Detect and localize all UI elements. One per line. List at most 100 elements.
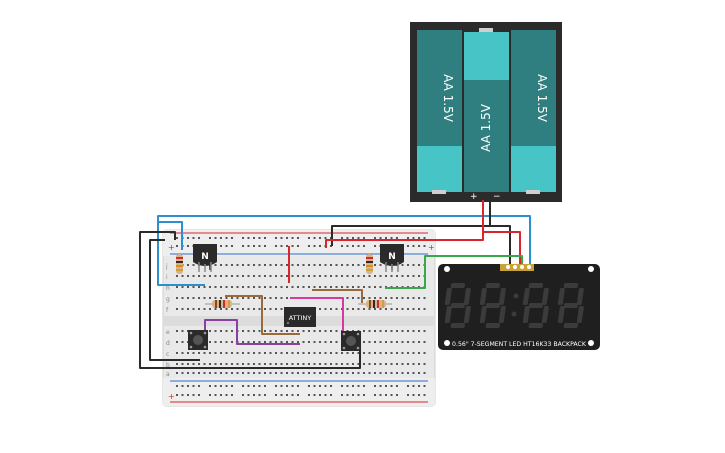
breadboard-hole: [319, 341, 321, 343]
breadboard-hole: [253, 264, 255, 266]
breadboard-hole: [198, 363, 200, 365]
row-label-a: a: [166, 371, 170, 378]
rail-hole: [247, 394, 250, 396]
breadboard-hole: [352, 264, 354, 266]
rail-hole: [220, 394, 222, 396]
breadboard-hole: [264, 352, 266, 354]
breadboard-hole: [401, 363, 404, 365]
breadboard-hole: [181, 363, 184, 365]
rail-hole: [220, 385, 222, 387]
wire-black-outer[interactable]: [139, 231, 361, 369]
rail-hole: [220, 245, 222, 247]
breadboard-hole: [253, 297, 255, 299]
rail-plus-label-bottom: +: [168, 392, 175, 401]
rail-hole: [346, 245, 349, 247]
breadboard-hole: [357, 286, 360, 288]
breadboard-hole: [363, 308, 365, 310]
breadboard-hole: [374, 352, 376, 354]
rail-hole: [286, 237, 288, 239]
breadboard-hole: [418, 297, 420, 299]
rail-plus-label-top: +: [168, 243, 175, 252]
breadboard-hole: [264, 363, 266, 365]
breadboard-hole: [187, 264, 189, 266]
rail-hole: [407, 245, 409, 247]
rail-hole: [176, 385, 178, 387]
breadboard-hole: [280, 372, 283, 374]
breadboard-hole: [231, 286, 233, 288]
breadboard-hole: [203, 297, 206, 299]
breadboard-hole: [335, 286, 338, 288]
breadboard-hole: [313, 275, 316, 277]
wire-black-to-display[interactable]: [332, 225, 511, 268]
breadboard-hole: [242, 372, 244, 374]
wire-brown-right[interactable]: [312, 289, 363, 303]
breadboard-hole: [247, 352, 250, 354]
breadboard-hole: [253, 363, 255, 365]
breadboard-hole: [390, 275, 393, 277]
breadboard-hole: [368, 286, 371, 288]
digit-1-segment-b: [463, 288, 471, 305]
transistor-right[interactable]: N: [380, 244, 404, 272]
resistor-right-vertical[interactable]: [366, 254, 373, 274]
wire-blue-top[interactable]: [157, 215, 531, 268]
battery-pack[interactable]: AA 1.5V AA 1.5V AA 1.5V + −: [410, 22, 562, 202]
rail-hole: [275, 385, 277, 387]
wire-green[interactable]: [385, 255, 523, 289]
attiny-chip[interactable]: ATTINY: [284, 307, 316, 327]
breadboard-hole: [412, 352, 415, 354]
wire-black-inner[interactable]: [149, 239, 200, 361]
breadboard-hole: [286, 297, 288, 299]
breadboard-hole: [242, 297, 244, 299]
breadboard-hole: [280, 264, 283, 266]
transistor-left[interactable]: N: [193, 244, 217, 272]
breadboard-hole: [214, 372, 217, 374]
rail-hole: [258, 394, 261, 396]
seven-segment-display[interactable]: 0.56" 7-SEGMENT LED HT16K33 BACKPACK: [438, 264, 600, 350]
resistor-left-horizontal[interactable]: [205, 300, 240, 308]
breadboard-hole: [324, 308, 327, 310]
breadboard-hole: [390, 372, 393, 374]
breadboard-hole: [423, 372, 426, 374]
rail-hole: [423, 394, 426, 396]
breadboard-hole: [220, 352, 222, 354]
rail-hole: [363, 245, 365, 247]
breadboard-hole: [192, 275, 195, 277]
digit-1-segment-g: [450, 303, 465, 308]
breadboard-hole: [225, 352, 228, 354]
rail-hole: [286, 245, 288, 247]
breadboard-hole: [209, 308, 211, 310]
breadboard-hole: [258, 297, 261, 299]
rail-hole: [192, 385, 195, 387]
breadboard-hole: [297, 363, 299, 365]
breadboard-hole: [324, 341, 327, 343]
breadboard-hole: [269, 275, 272, 277]
wire-brown-left[interactable]: [225, 295, 300, 335]
breadboard-hole: [335, 372, 338, 374]
breadboard-hole: [214, 330, 217, 332]
breadboard-hole: [324, 286, 327, 288]
wire-magenta[interactable]: [290, 297, 344, 336]
breadboard-hole: [269, 363, 272, 365]
wire-purple[interactable]: [204, 319, 300, 345]
breadboard-hole: [264, 372, 266, 374]
resistor-left-vertical[interactable]: [176, 254, 183, 274]
breadboard-hole: [291, 264, 294, 266]
rail-hole: [198, 394, 200, 396]
rail-hole: [374, 385, 376, 387]
rail-hole: [313, 385, 316, 387]
breadboard-hole: [176, 275, 178, 277]
resistor-right-horizontal[interactable]: [358, 300, 392, 308]
breadboard-hole: [231, 363, 233, 365]
breadboard-hole: [286, 341, 288, 343]
breadboard-hole: [280, 286, 283, 288]
push-button-left[interactable]: [188, 330, 208, 350]
wire-red-battery[interactable]: [325, 200, 484, 248]
wire-red-to-display[interactable]: [483, 231, 521, 268]
rail-hole: [231, 245, 233, 247]
push-button-right[interactable]: [341, 331, 361, 351]
breadboard-hole: [214, 363, 217, 365]
breadboard-hole: [374, 297, 376, 299]
breadboard-hole: [253, 372, 255, 374]
breadboard-hole: [418, 341, 420, 343]
breadboard-hole: [335, 264, 338, 266]
